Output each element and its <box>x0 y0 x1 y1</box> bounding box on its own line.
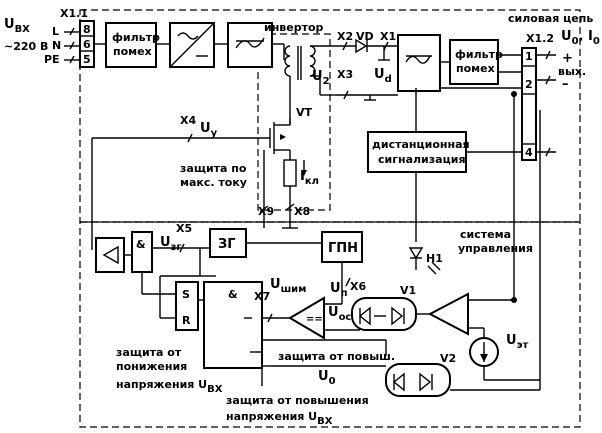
h1-label: H1 <box>426 252 443 265</box>
inverter-frame <box>257 33 331 211</box>
pin-n-label: N <box>52 39 61 52</box>
output-noise-filter <box>449 39 499 85</box>
prot-under-1: защита от <box>116 346 182 359</box>
input-connector-label: X1.1 <box>60 7 88 20</box>
vd-label: VD <box>356 30 374 43</box>
pwm-comparator <box>288 296 325 340</box>
and-gate-2-label: & <box>228 288 238 301</box>
x6-label: X6 <box>350 280 366 293</box>
vt-label: VT <box>296 106 313 119</box>
and-gate-2 <box>203 281 263 369</box>
uzg-label: Uзг <box>160 235 182 253</box>
pin-8: 8 <box>83 23 91 36</box>
v2-label: V2 <box>440 352 456 365</box>
uos-label: Uос <box>328 305 351 323</box>
u2-label: U2 <box>312 69 330 87</box>
x7-label: X7 <box>254 290 270 303</box>
pin-6: 6 <box>83 38 91 51</box>
gpn-label: ГПН <box>328 241 358 256</box>
control-system-label-2: управления <box>458 242 533 255</box>
ikl-label: Iкл <box>300 169 319 187</box>
output-minus: – <box>562 77 569 92</box>
transformer-primary <box>284 45 291 77</box>
rs-trigger <box>175 281 199 331</box>
pin-l-label: L <box>52 25 59 38</box>
input-voltage-value: ~220 В <box>4 40 48 53</box>
x9-label: X9 <box>258 205 274 218</box>
prot-over-u0-1: защита от повыш. <box>278 350 395 363</box>
prot-over-u0-2: U0 <box>318 369 336 387</box>
and-gate-1-label: & <box>136 238 146 251</box>
inverter-label: инвертор <box>264 21 324 34</box>
x2-label: X2 <box>337 30 353 43</box>
h1-led <box>408 247 424 260</box>
comparator-label: == <box>306 314 323 325</box>
output-label: вых. <box>558 65 586 78</box>
r-label: R <box>182 314 191 327</box>
x5-label: X5 <box>176 222 192 235</box>
x4-label: X4 <box>180 114 196 127</box>
input-noise-filter <box>105 22 157 68</box>
x8-label: X8 <box>294 205 310 218</box>
uy-label: Uу <box>200 121 218 139</box>
master-oscillator <box>209 228 247 258</box>
vd-diode <box>355 38 368 54</box>
protection-max-2: макс. току <box>180 176 247 189</box>
power-circuit-label: силовая цепь <box>508 12 593 25</box>
pin-pe-label: PE <box>44 53 60 66</box>
output-filter-label-1: фильтр <box>455 48 503 61</box>
v1-label: V1 <box>400 284 416 297</box>
un-label: Uп <box>330 281 348 299</box>
input-voltage-symbol: UВХ <box>4 17 30 35</box>
output-terminal-block <box>521 47 537 161</box>
output-title: U0, I0 <box>561 29 600 47</box>
remote-label-1: дистанционная <box>372 138 470 151</box>
ud-label: Ud <box>374 67 392 85</box>
pin-5: 5 <box>83 53 91 66</box>
out-pin-1: 1 <box>525 50 533 63</box>
output-plus: + <box>562 51 573 66</box>
x1-label: X1 <box>380 30 396 43</box>
out-pin-4: 4 <box>525 146 533 159</box>
protection-max-1: защита по <box>180 162 247 175</box>
error-amplifier <box>427 292 469 336</box>
output-lc-block <box>397 34 441 92</box>
x3-label: X3 <box>337 68 353 81</box>
amplifier-block <box>95 237 125 273</box>
input-filter-label-2: помех <box>113 45 152 58</box>
prot-under-2: понижения <box>116 360 187 373</box>
transformer-secondary <box>309 45 316 77</box>
uet-label: Uэт <box>506 333 528 351</box>
input-filter-label-1: фильтр <box>112 31 160 44</box>
control-system-label-1: система <box>460 228 511 241</box>
remote-label-2: сигнализация <box>378 153 466 166</box>
output-filter-label-2: помех <box>456 62 495 75</box>
zg-label: ЗГ <box>218 237 236 252</box>
output-connector-label: X1.2 <box>526 32 554 45</box>
remote-signalling-block <box>367 131 467 173</box>
prot-under-3: напряжения UВХ <box>116 378 223 395</box>
out-pin-2: 2 <box>525 78 533 91</box>
ushim-label: Uшим <box>270 277 306 295</box>
current-shunt <box>283 159 297 187</box>
prot-over-in-1: защита от повышения <box>226 394 369 407</box>
s-label: S <box>182 288 190 301</box>
power-circuit-frame <box>79 9 581 223</box>
prot-over-in-2: напряжения UВХ <box>226 410 333 427</box>
